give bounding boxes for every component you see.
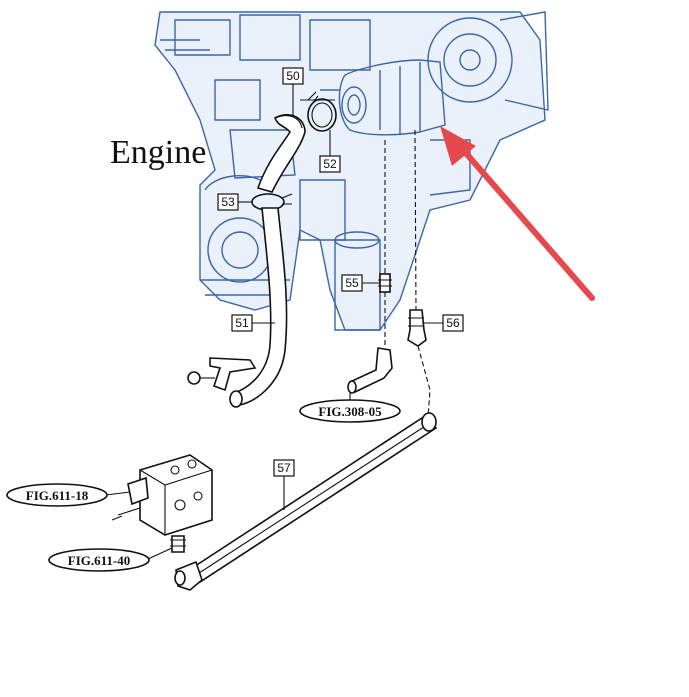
fitting-55 [378,273,392,293]
hose-51 [229,207,288,408]
callout-53: 53 [217,193,252,211]
callout-51: 51 [231,314,275,332]
callout-52: 52 [319,130,341,173]
bracket [187,357,257,392]
fig-ref-611-18: FIG.611-18 [6,483,131,507]
callout-55: 55 [341,274,380,292]
hose-50 [256,114,306,193]
callout-56: 56 [424,314,464,332]
svg-text:FIG.611-40: FIG.611-40 [68,553,130,568]
engine-illustration [154,11,549,331]
tube-57 [174,412,438,591]
fitting-56 [407,309,427,347]
small-fitting [170,535,186,553]
valve-block [111,454,213,536]
callout-57: 57 [273,459,295,510]
red-arrow-indicator [440,126,595,301]
fig-ref-611-40: FIG.611-40 [48,547,173,572]
svg-text:57: 57 [277,461,291,475]
elbow-fitting [347,347,393,394]
svg-text:55: 55 [345,276,359,290]
engine-title: Engine [110,134,206,171]
svg-text:53: 53 [221,195,235,209]
svg-text:56: 56 [446,316,460,330]
fig-ref-308-05: FIG.308-05 [299,392,401,423]
callout-50: 50 [282,67,304,116]
dashed-leaders [384,129,431,419]
svg-text:50: 50 [286,69,300,83]
svg-text:FIG.611-18: FIG.611-18 [26,488,89,503]
svg-text:52: 52 [323,157,337,171]
svg-text:FIG.308-05: FIG.308-05 [318,404,382,419]
clamp-52 [307,91,337,132]
svg-text:51: 51 [235,316,249,330]
